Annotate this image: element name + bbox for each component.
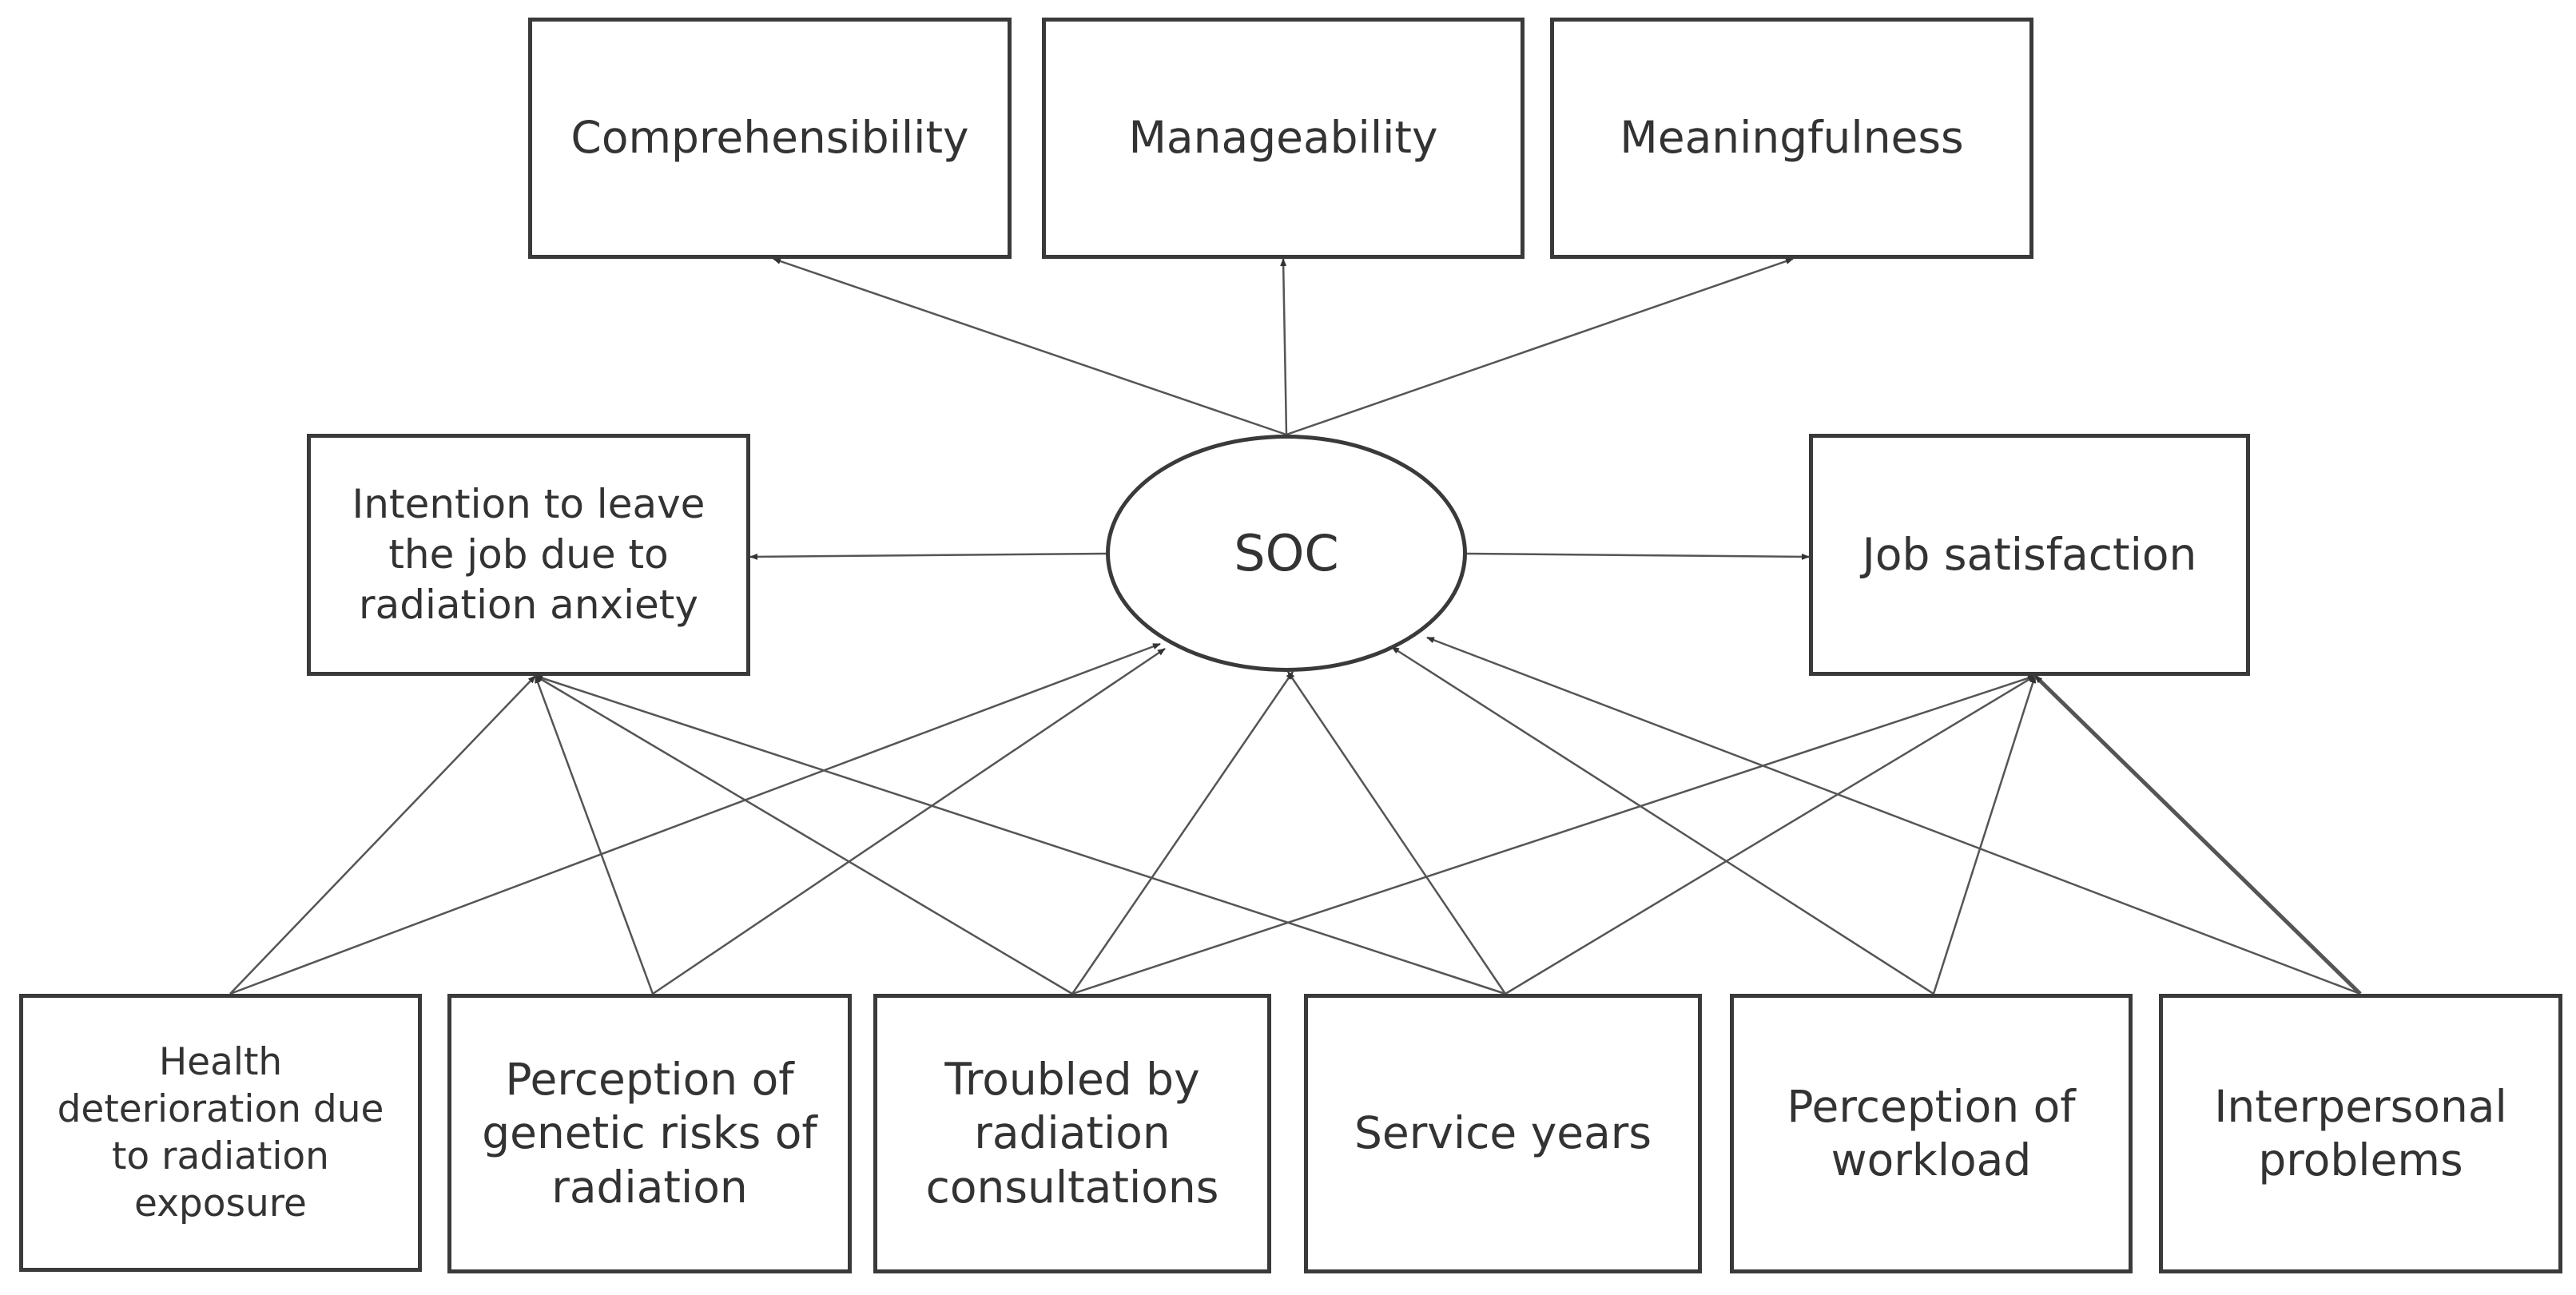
edge-health-to-soc xyxy=(229,642,1161,995)
label-soc: SOC xyxy=(1234,523,1339,582)
node-service-years: Service years xyxy=(1304,994,1702,1273)
edge-genetic-to-soc xyxy=(652,647,1166,995)
edge-service-to-intention xyxy=(535,674,1506,995)
label-intention-to-leave: Intention to leave the job due to radiat… xyxy=(352,481,706,628)
label-perception-of-workload: Perception of workload xyxy=(1787,1080,2076,1186)
node-interpersonal-problems: Interpersonal problems xyxy=(2159,994,2562,1273)
node-meaningfulness: Meaningfulness xyxy=(1550,18,2033,259)
node-troubled-by-consultations: Troubled by radiation consultations xyxy=(873,994,1271,1273)
edge-soc-to-manageability xyxy=(1280,258,1288,435)
node-comprehensibility: Comprehensibility xyxy=(528,18,1012,259)
label-job-satisfaction: Job satisfaction xyxy=(1862,528,2197,580)
edge-troubled-to-job_satisfaction xyxy=(1071,674,2036,995)
node-manageability: Manageability xyxy=(1042,18,1525,259)
edge-interpersonal-to-soc xyxy=(1426,636,2361,995)
node-intention-to-leave: Intention to leave the job due to radiat… xyxy=(307,434,750,676)
edge-troubled-to-intention xyxy=(535,674,1073,995)
edge-workload-to-soc xyxy=(1391,646,1934,995)
label-manageability: Manageability xyxy=(1128,112,1438,164)
edge-service-to-job_satisfaction xyxy=(1505,674,2036,995)
label-meaningfulness: Meaningfulness xyxy=(1620,112,1964,164)
label-genetic-risks: Perception of genetic risks of radiation xyxy=(482,1054,817,1213)
edge-service-to-soc xyxy=(1286,671,1507,995)
node-genetic-risks: Perception of genetic risks of radiation xyxy=(447,994,852,1273)
edge-troubled-to-soc xyxy=(1071,671,1294,995)
edge-interpersonal-to-job_satisfaction xyxy=(2033,674,2362,995)
node-soc: SOC xyxy=(1106,435,1467,672)
edge-health-to-intention xyxy=(229,675,536,995)
label-service-years: Service years xyxy=(1354,1107,1652,1159)
edge-soc-to-intention xyxy=(749,552,1107,560)
label-troubled-by-consultations: Troubled by radiation consultations xyxy=(925,1054,1219,1213)
edge-soc-to-meaningfulness xyxy=(1286,257,1794,436)
edge-workload-to-job_satisfaction xyxy=(1932,675,2037,995)
edge-genetic-to-intention xyxy=(534,675,654,995)
edge-soc-to-job_satisfaction xyxy=(1466,552,1810,560)
edge-soc-to-comprehensibility xyxy=(773,257,1287,436)
node-perception-of-workload: Perception of workload xyxy=(1730,994,2133,1273)
label-health-deterioration: Health deterioration due to radiation ex… xyxy=(57,1039,384,1226)
label-comprehensibility: Comprehensibility xyxy=(570,112,969,164)
label-interpersonal-problems: Interpersonal problems xyxy=(2214,1080,2507,1186)
node-health-deterioration: Health deterioration due to radiation ex… xyxy=(19,994,422,1272)
node-job-satisfaction: Job satisfaction xyxy=(1809,434,2250,676)
